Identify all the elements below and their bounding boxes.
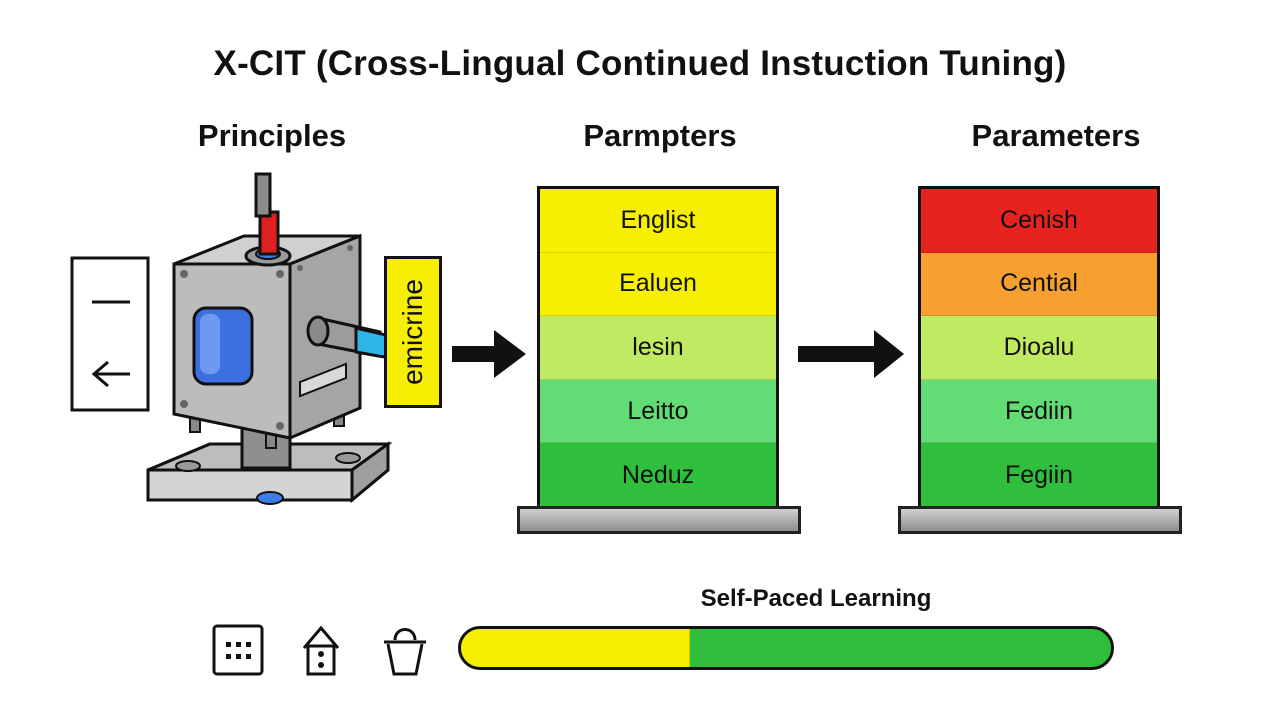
section-title-principles: Principles bbox=[197, 118, 347, 153]
stack-band: lesin bbox=[540, 316, 776, 380]
band-label: Fediin bbox=[1004, 396, 1074, 425]
stack-band: Cential bbox=[921, 252, 1157, 317]
stack-band: Dioalu bbox=[921, 316, 1157, 380]
arrow-left-icon bbox=[91, 360, 130, 388]
diagram-title: X-CIT (Cross-Lingual Continued Instuctio… bbox=[213, 44, 1067, 83]
self-paced-progress-bar bbox=[458, 626, 1114, 670]
machine-tag-label: emicrine bbox=[397, 279, 428, 385]
band-label: lesin bbox=[632, 332, 684, 361]
side-panel bbox=[70, 256, 150, 412]
band-label: Cenish bbox=[1000, 205, 1078, 234]
band-label: Cential bbox=[1000, 269, 1078, 298]
band-label: Fegiin bbox=[1004, 460, 1074, 489]
band-label: Leitto bbox=[627, 396, 689, 425]
stack-band: Fegiin bbox=[921, 443, 1157, 507]
arrow-right-icon bbox=[798, 330, 904, 378]
stack-band: Ealuen bbox=[540, 252, 776, 317]
machine-side-pipe bbox=[306, 315, 392, 360]
house-icon bbox=[302, 625, 340, 676]
stack-band: Neduz bbox=[540, 443, 776, 507]
stack-band: Fediin bbox=[921, 379, 1157, 444]
stack-band: Cenish bbox=[921, 189, 1157, 253]
stack-band: Leitto bbox=[540, 379, 776, 444]
grid-icon bbox=[212, 624, 264, 676]
section-title-parameters: Parameters bbox=[971, 118, 1141, 153]
language-stack-right: Cenish Cential Dioalu Fediin Fegiin bbox=[918, 186, 1160, 510]
band-label: Englist bbox=[620, 205, 696, 234]
band-label: Ealuen bbox=[619, 269, 697, 298]
stack-base bbox=[898, 506, 1182, 534]
arrow-right-icon bbox=[452, 330, 526, 378]
bucket-icon bbox=[384, 628, 426, 676]
band-label: Dioalu bbox=[1003, 332, 1075, 361]
machine-top-pipe bbox=[258, 210, 280, 256]
language-stack-middle: Englist Ealuen lesin Leitto Neduz bbox=[537, 186, 779, 510]
progress-fill bbox=[461, 629, 690, 667]
machine-tag: emicrine bbox=[384, 256, 442, 408]
stack-band: Englist bbox=[540, 189, 776, 253]
machine-illustration bbox=[70, 172, 393, 505]
progress-label: Self-Paced Learning bbox=[700, 585, 932, 612]
section-title-parmpters: Parmpters bbox=[583, 118, 737, 153]
band-label: Neduz bbox=[621, 460, 695, 489]
stack-base bbox=[517, 506, 801, 534]
